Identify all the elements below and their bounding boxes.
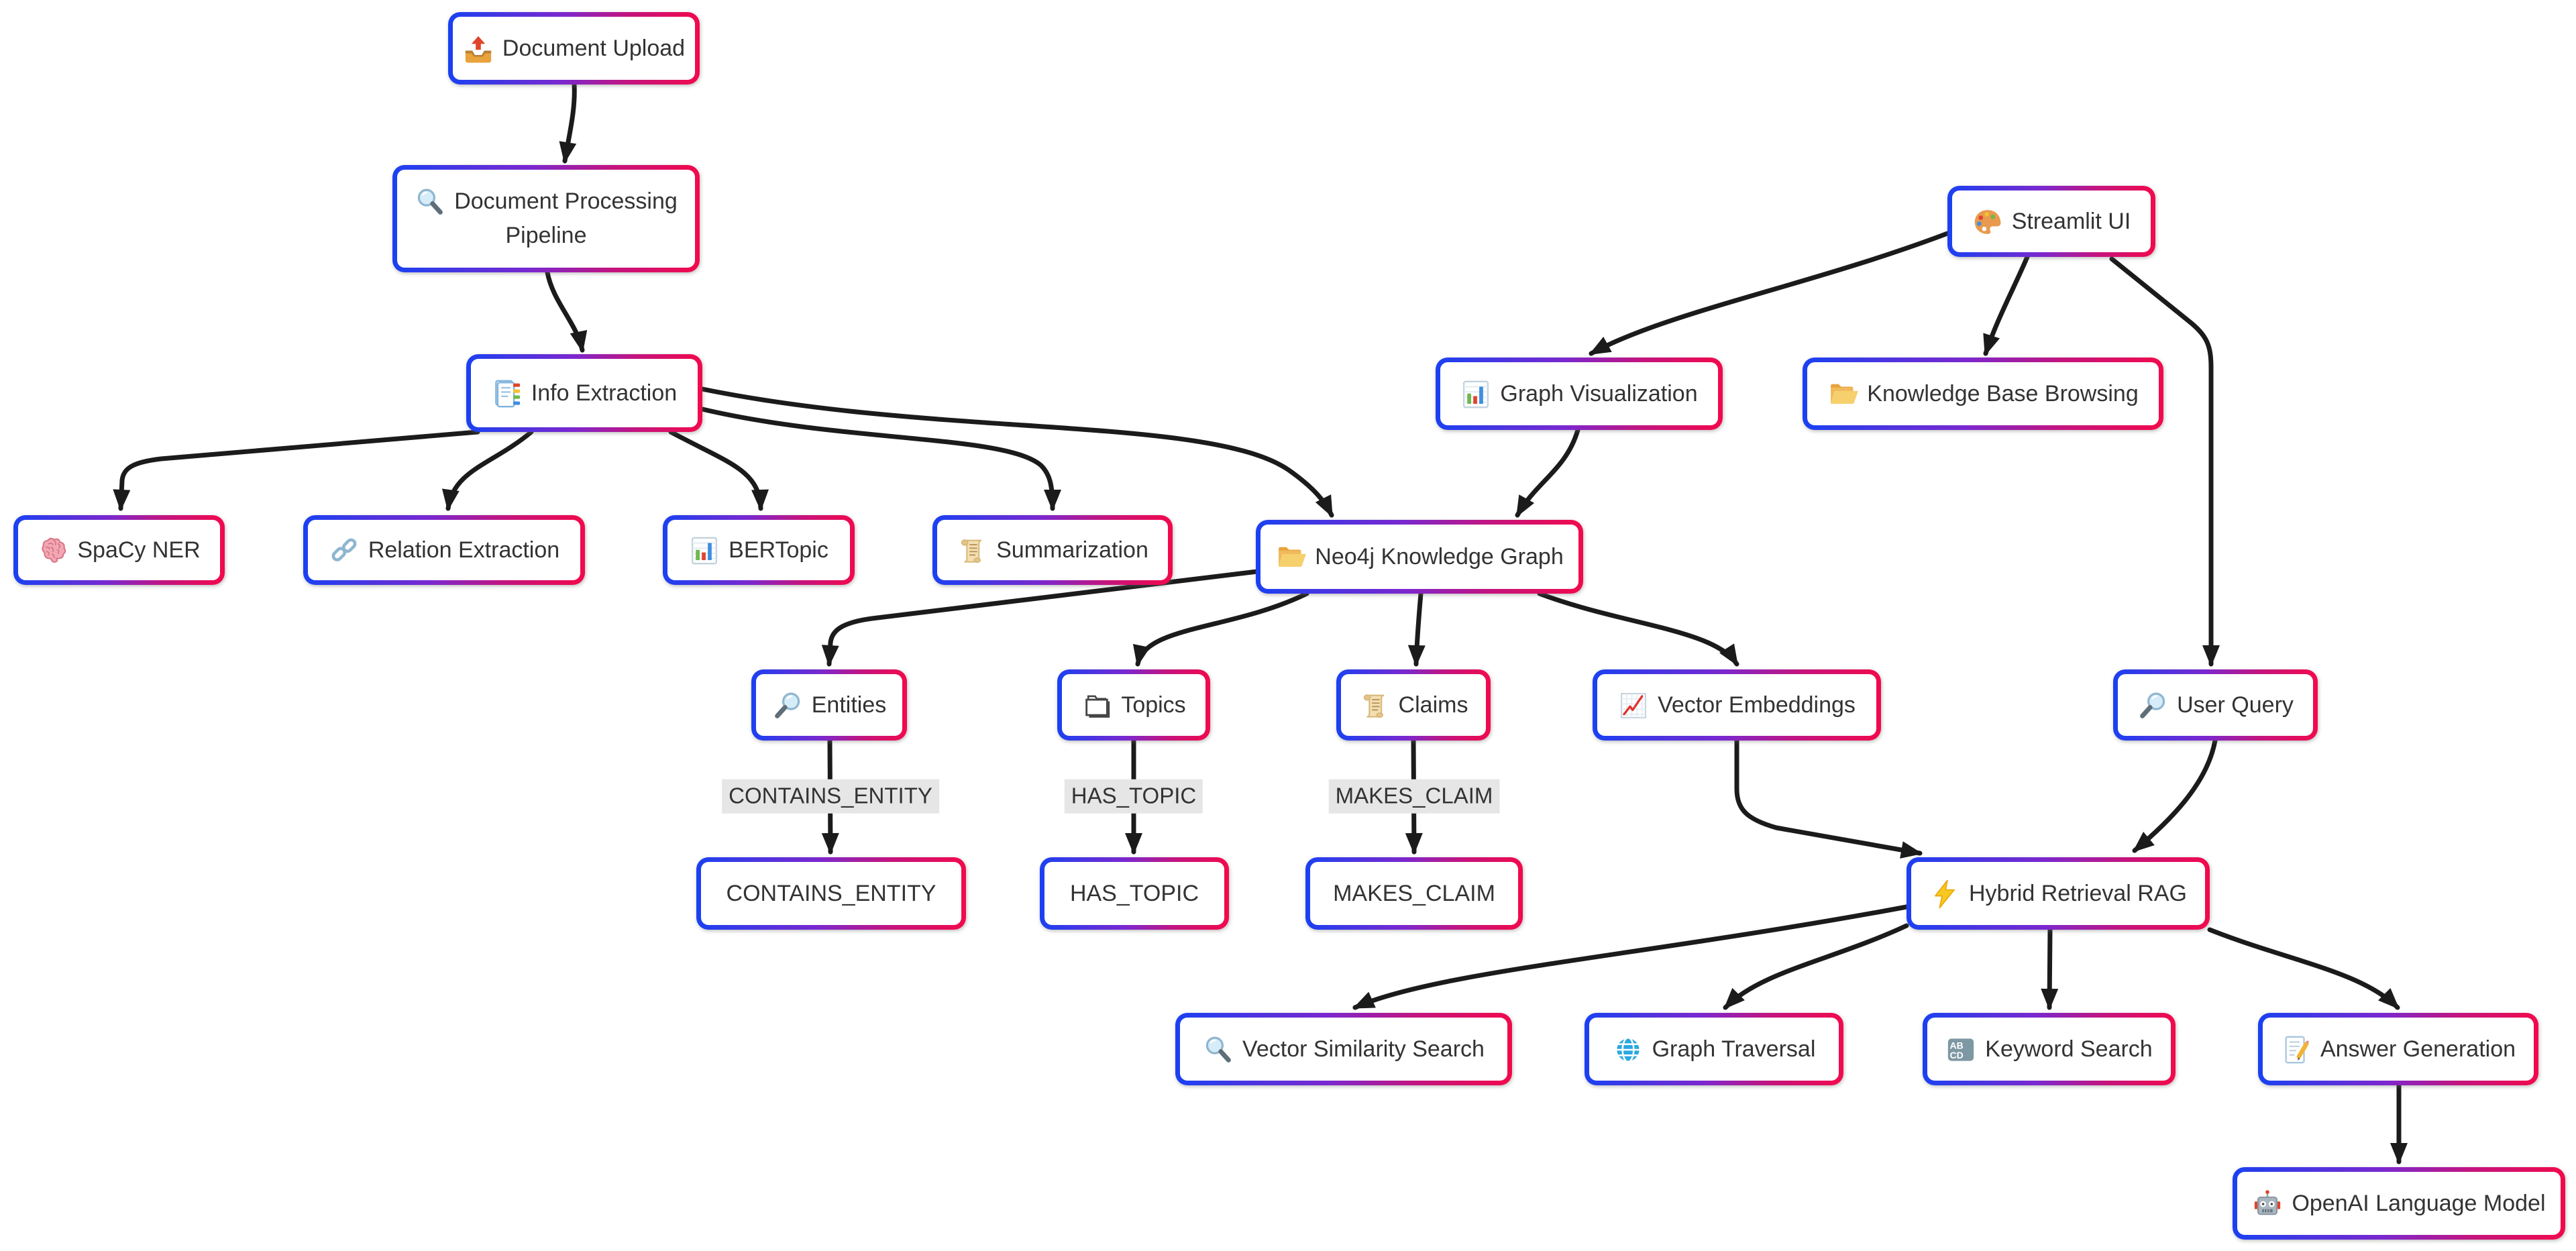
chart-increasing-icon: [1618, 688, 1649, 722]
node-summarization: Summarization: [932, 515, 1173, 585]
node-label: Vector Similarity Search: [1242, 1036, 1485, 1062]
edge-neo4j-to-topics: [1133, 591, 1309, 667]
node-label: Document Upload: [502, 35, 686, 61]
bar-chart-icon: [689, 533, 720, 567]
node-spacy-ner: SpaCy NER: [13, 515, 225, 585]
edge-info-extraction-to-relation-extraction: [441, 429, 534, 511]
node-info-extraction: Info Extraction: [466, 354, 702, 432]
node-label: Graph Traversal: [1652, 1036, 1816, 1062]
open-folder-icon: [1827, 377, 1859, 411]
node-label: BERTopic: [729, 537, 828, 563]
node-label: Knowledge Base Browsing: [1867, 380, 2139, 406]
node-hybrid-rag: Hybrid Retrieval RAG: [1907, 857, 2210, 930]
node-openai-llm: OpenAI Language Model: [2233, 1167, 2565, 1240]
link-icon: [329, 533, 360, 567]
bar-chart-icon: [1460, 377, 1491, 411]
edge-streamlit-to-kb-browsing: [1983, 254, 2030, 356]
node-label: Graph Visualization: [1500, 380, 1698, 406]
edge-vector-embeddings-to-hybrid-rag: [1734, 738, 1923, 859]
node-label: Keyword Search: [1985, 1036, 2153, 1062]
edge-info-extraction-to-summarization: [700, 406, 1061, 511]
edge-hybrid-rag-to-graph-traversal: [1723, 923, 1909, 1010]
node-answer-generation: Answer Generation: [2258, 1013, 2538, 1085]
node-user-query: User Query: [2113, 669, 2318, 741]
node-label: MAKES_CLAIM: [1333, 880, 1495, 906]
node-doc-pipeline: Document Processing Pipeline: [392, 165, 700, 272]
node-label: Claims: [1398, 692, 1468, 718]
edge-label-makes-claim: MAKES_CLAIM: [1328, 779, 1500, 814]
bookmark-tabs-icon: [492, 376, 523, 411]
node-label: Answer Generation: [2320, 1036, 2516, 1062]
node-neo4j: Neo4j Knowledge Graph: [1256, 520, 1583, 594]
edge-info-extraction-to-spacy-ner: [113, 429, 480, 511]
node-label: Streamlit UI: [2011, 208, 2131, 234]
node-vector-embeddings: Vector Embeddings: [1593, 669, 1881, 741]
svg-text:AB: AB: [1950, 1040, 1964, 1050]
edge-doc-pipeline-to-info-extraction: [545, 270, 588, 353]
node-kb-browsing: Knowledge Base Browsing: [1803, 358, 2163, 430]
node-label: OpenAI Language Model: [2292, 1190, 2546, 1216]
node-label: SpaCy NER: [77, 537, 201, 563]
palette-icon: [1972, 205, 2003, 239]
node-makes-claim: MAKES_CLAIM: [1305, 857, 1523, 930]
edge-user-query-to-hybrid-rag: [2132, 738, 2218, 853]
node-label: Neo4j Knowledge Graph: [1315, 543, 1564, 569]
open-folder-icon: [1275, 540, 1307, 574]
node-bertopic: BERTopic: [663, 515, 855, 585]
node-label: CONTAINS_ENTITY: [726, 880, 936, 906]
edge-label-contains-entity: CONTAINS_ENTITY: [722, 779, 939, 814]
edge-neo4j-to-claims: [1407, 591, 1426, 667]
node-label: Info Extraction: [531, 380, 678, 406]
magnifier-left-icon: [1203, 1032, 1234, 1067]
edge-label-has-topic: HAS_TOPIC: [1064, 779, 1203, 814]
node-entities: Entities: [751, 669, 907, 741]
node-label: Entities: [811, 692, 887, 718]
edge-info-extraction-to-bertopic: [668, 429, 769, 511]
node-label: Relation Extraction: [368, 537, 560, 563]
edge-hybrid-rag-to-vector-similarity: [1352, 904, 1909, 1010]
card-index-icon: [1081, 688, 1112, 722]
magnifier-right-icon: [2137, 688, 2168, 722]
magnifier-left-icon: [415, 184, 445, 219]
node-contains-entity: CONTAINS_ENTITY: [696, 857, 966, 930]
svg-text:CD: CD: [1950, 1049, 1964, 1060]
brain-icon: [38, 533, 68, 567]
node-label: Summarization: [996, 537, 1148, 563]
robot-icon: [2252, 1187, 2283, 1221]
lightning-icon: [1929, 877, 1960, 911]
edge-doc-upload-to-doc-pipeline: [559, 82, 577, 164]
edge-streamlit-to-user-query: [2109, 256, 2220, 667]
node-label: Topics: [1121, 692, 1186, 718]
node-streamlit: Streamlit UI: [1947, 186, 2155, 257]
node-relation-extraction: Relation Extraction: [303, 515, 585, 585]
scroll-icon: [1359, 688, 1390, 722]
node-label: Document Processing Pipeline: [454, 188, 678, 248]
node-graph-traversal: Graph Traversal: [1585, 1013, 1843, 1085]
node-claims: Claims: [1336, 669, 1491, 741]
memo-icon: [2281, 1032, 2312, 1067]
node-doc-upload: Document Upload: [448, 12, 700, 85]
node-vector-similarity: Vector Similarity Search: [1175, 1013, 1512, 1085]
edge-streamlit-to-graph-viz: [1589, 231, 1950, 356]
node-graph-viz: Graph Visualization: [1436, 358, 1723, 430]
magnifier-right-icon: [772, 688, 803, 722]
node-label: Vector Embeddings: [1658, 692, 1856, 718]
node-label: HAS_TOPIC: [1069, 880, 1199, 906]
edge-neo4j-to-entities: [821, 569, 1260, 667]
edge-hybrid-rag-to-keyword-search: [2041, 927, 2059, 1010]
node-has-topic: HAS_TOPIC: [1040, 857, 1229, 930]
edge-graph-viz-to-neo4j: [1515, 427, 1580, 518]
outbox-tray-icon: [463, 32, 494, 66]
node-label: Hybrid Retrieval RAG: [1969, 880, 2187, 906]
globe-icon: [1613, 1032, 1644, 1067]
scroll-icon: [957, 533, 987, 567]
edge-info-extraction-to-neo4j: [700, 386, 1334, 518]
node-label: User Query: [2177, 692, 2294, 718]
edge-neo4j-to-vector-embeddings: [1537, 591, 1739, 667]
edge-hybrid-rag-to-answer-generation: [2207, 927, 2400, 1010]
node-topics: Topics: [1057, 669, 1210, 741]
